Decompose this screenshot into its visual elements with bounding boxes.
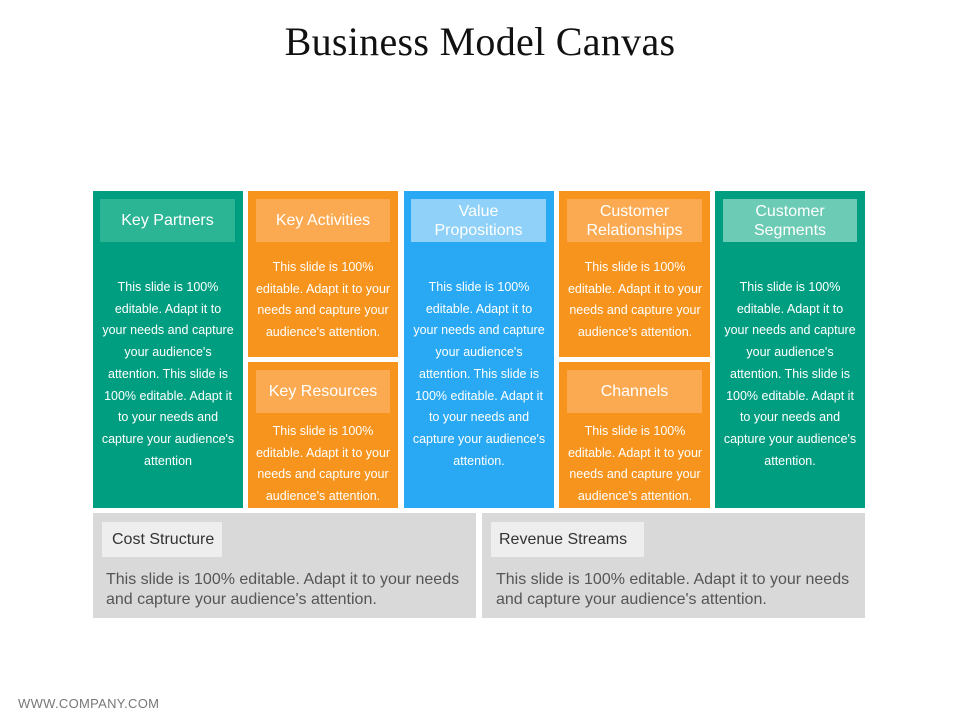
cost-structure-block: Cost Structure This slide is 100% editab…	[93, 513, 476, 618]
revenue-streams-text: This slide is 100% editable. Adapt it to…	[496, 571, 850, 608]
cost-structure-label: Cost Structure	[102, 522, 222, 557]
key-activities-text: This slide is 100% editable. Adapt it to…	[255, 260, 391, 340]
customer-segments-block: Customer Segments This slide is 100% edi…	[715, 191, 865, 508]
channels-text: This slide is 100% editable. Adapt it to…	[567, 424, 703, 504]
key-partners-text: This slide is 100% editable. Adapt it to…	[101, 280, 235, 468]
revenue-streams-label: Revenue Streams	[491, 522, 644, 557]
value-propositions-block: Value Propositions This slide is 100% ed…	[404, 191, 554, 508]
value-propositions-label: Value Propositions	[411, 199, 546, 242]
value-propositions-text: This slide is 100% editable. Adapt it to…	[412, 280, 546, 468]
customer-relationships-block: Customer Relationships This slide is 100…	[559, 191, 710, 357]
key-partners-block: Key Partners This slide is 100% editable…	[93, 191, 243, 508]
customer-relationships-label: Customer Relationships	[567, 199, 702, 242]
revenue-streams-block: Revenue Streams This slide is 100% edita…	[482, 513, 865, 618]
key-resources-block: Key Resources This slide is 100% editabl…	[248, 362, 398, 508]
key-partners-label: Key Partners	[100, 199, 235, 242]
customer-segments-text: This slide is 100% editable. Adapt it to…	[723, 280, 857, 468]
page-title: Business Model Canvas	[284, 19, 676, 64]
key-activities-block: Key Activities This slide is 100% editab…	[248, 191, 398, 357]
key-resources-text: This slide is 100% editable. Adapt it to…	[255, 424, 391, 504]
customer-segments-label: Customer Segments	[723, 199, 857, 242]
key-resources-label: Key Resources	[256, 370, 390, 413]
cost-structure-text: This slide is 100% editable. Adapt it to…	[106, 571, 460, 608]
channels-block: Channels This slide is 100% editable. Ad…	[559, 362, 710, 508]
footer-url: WWW.COMPANY.COM	[18, 696, 160, 711]
customer-relationships-text: This slide is 100% editable. Adapt it to…	[567, 260, 703, 340]
channels-label: Channels	[567, 370, 702, 413]
key-activities-label: Key Activities	[256, 199, 390, 242]
